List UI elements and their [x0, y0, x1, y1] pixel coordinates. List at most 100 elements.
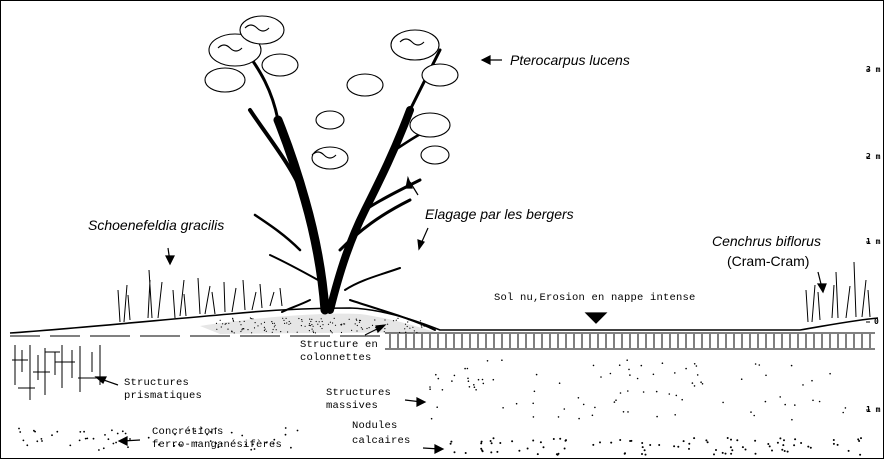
stipple-dot [360, 327, 362, 329]
stipple-dot [486, 360, 489, 362]
stipple-dot [263, 329, 265, 332]
stipple-dot [241, 434, 244, 437]
stipple-dot [216, 328, 218, 330]
stipple-dot [332, 322, 334, 324]
stipple-dot [592, 443, 595, 446]
label-nodules-1: Nodules [352, 420, 398, 432]
stipple-dot [257, 325, 259, 327]
stipple-dot [404, 323, 407, 325]
stipple-dot [599, 441, 601, 444]
stipple-dot [661, 362, 664, 365]
stipple-dot [308, 324, 310, 326]
stipple-dot [779, 437, 782, 440]
stipple-dot [265, 330, 267, 332]
stipple-dot [502, 407, 504, 409]
stipple-dot [818, 400, 821, 403]
stipple-dot [361, 328, 364, 330]
columnar-crust [385, 332, 875, 350]
stipple-dot [675, 394, 678, 397]
stipple-dot [640, 364, 643, 367]
stipple-dot [220, 326, 222, 328]
stipple-dot [610, 441, 613, 444]
stipple-dot [288, 320, 290, 323]
stipple-dot [481, 450, 484, 453]
stipple-dot [436, 406, 439, 409]
stipple-dot [241, 328, 243, 330]
stipple-dot [466, 367, 469, 370]
stipple-dot [301, 320, 303, 322]
label-massives-1: Structures [326, 387, 392, 399]
stipple-dot [83, 430, 85, 433]
stipple-dot [731, 449, 734, 452]
scale-3m: 3 m [866, 65, 881, 74]
stipple-dot [430, 417, 433, 420]
stipple-dot [619, 439, 622, 441]
stipple-dot [681, 398, 683, 401]
stipple-dot [300, 325, 302, 327]
stipple-dot [844, 407, 847, 409]
stipple-dot [273, 326, 275, 328]
stipple-dot [272, 322, 274, 324]
stipple-dot [858, 440, 861, 442]
stipple-dot [158, 443, 160, 446]
stipple-dot [532, 402, 534, 405]
stipple-dot [329, 329, 332, 332]
stipple-dot [641, 453, 643, 455]
stipple-dot [577, 397, 580, 399]
stipple-dot [312, 325, 314, 327]
stipple-dot [231, 330, 233, 332]
stipple-dot [726, 437, 729, 439]
stipple-dot [318, 321, 320, 323]
label-elagage: Elagage par les bergers [425, 206, 574, 222]
stipple-dot [467, 380, 470, 383]
scale-1m-up: 1 m [866, 237, 881, 246]
stipple-dot [242, 328, 244, 330]
stipple-dot [413, 330, 415, 332]
stipple-dot [836, 443, 839, 446]
stipple-dot [783, 439, 785, 442]
stipple-dot [188, 429, 191, 432]
stipple-dot [330, 331, 332, 333]
stipple-dot [252, 443, 254, 446]
stipple-dot [416, 331, 418, 334]
stipple-dot [264, 328, 266, 330]
stipple-dot [829, 372, 831, 375]
label-structure-2: colonnettes [300, 352, 372, 364]
stipple-dot [423, 325, 425, 327]
label-prismatiques-1: Structures [124, 377, 190, 389]
stipple-dot [453, 374, 456, 377]
stipple-dot [18, 427, 20, 430]
stipple-dot [677, 445, 680, 448]
stipple-dot [578, 417, 580, 420]
stipple-dot [473, 386, 476, 389]
stipple-dot [594, 406, 596, 409]
stipple-dot [730, 438, 732, 441]
stipple-dot [535, 373, 538, 376]
stipple-dot [812, 399, 814, 402]
stipple-dot [327, 323, 330, 325]
stipple-dot [409, 327, 411, 329]
stipple-dot [249, 317, 251, 319]
stipple-dot [618, 364, 621, 367]
stipple-dot [285, 317, 287, 319]
stipple-dot [464, 367, 466, 370]
stipple-dot [308, 330, 310, 332]
stipple-dot [107, 438, 110, 441]
stipple-dot [754, 452, 757, 455]
stipple-dot [499, 442, 502, 444]
stipple-dot [321, 320, 323, 323]
stipple-dot [539, 441, 542, 444]
stipple-dot [490, 451, 493, 454]
label-structure-1: Structure en [300, 339, 379, 351]
stipple-dot [794, 438, 797, 441]
stipple-dot [741, 446, 744, 449]
stipple-dot [847, 449, 850, 452]
stipple-dot [781, 448, 784, 451]
stipple-dot [453, 451, 456, 454]
stipple-dot [613, 401, 616, 403]
stipple-dot [102, 447, 105, 450]
stipple-dot [696, 374, 699, 376]
stipple-dot [358, 319, 361, 321]
stipple-dot [791, 418, 793, 421]
